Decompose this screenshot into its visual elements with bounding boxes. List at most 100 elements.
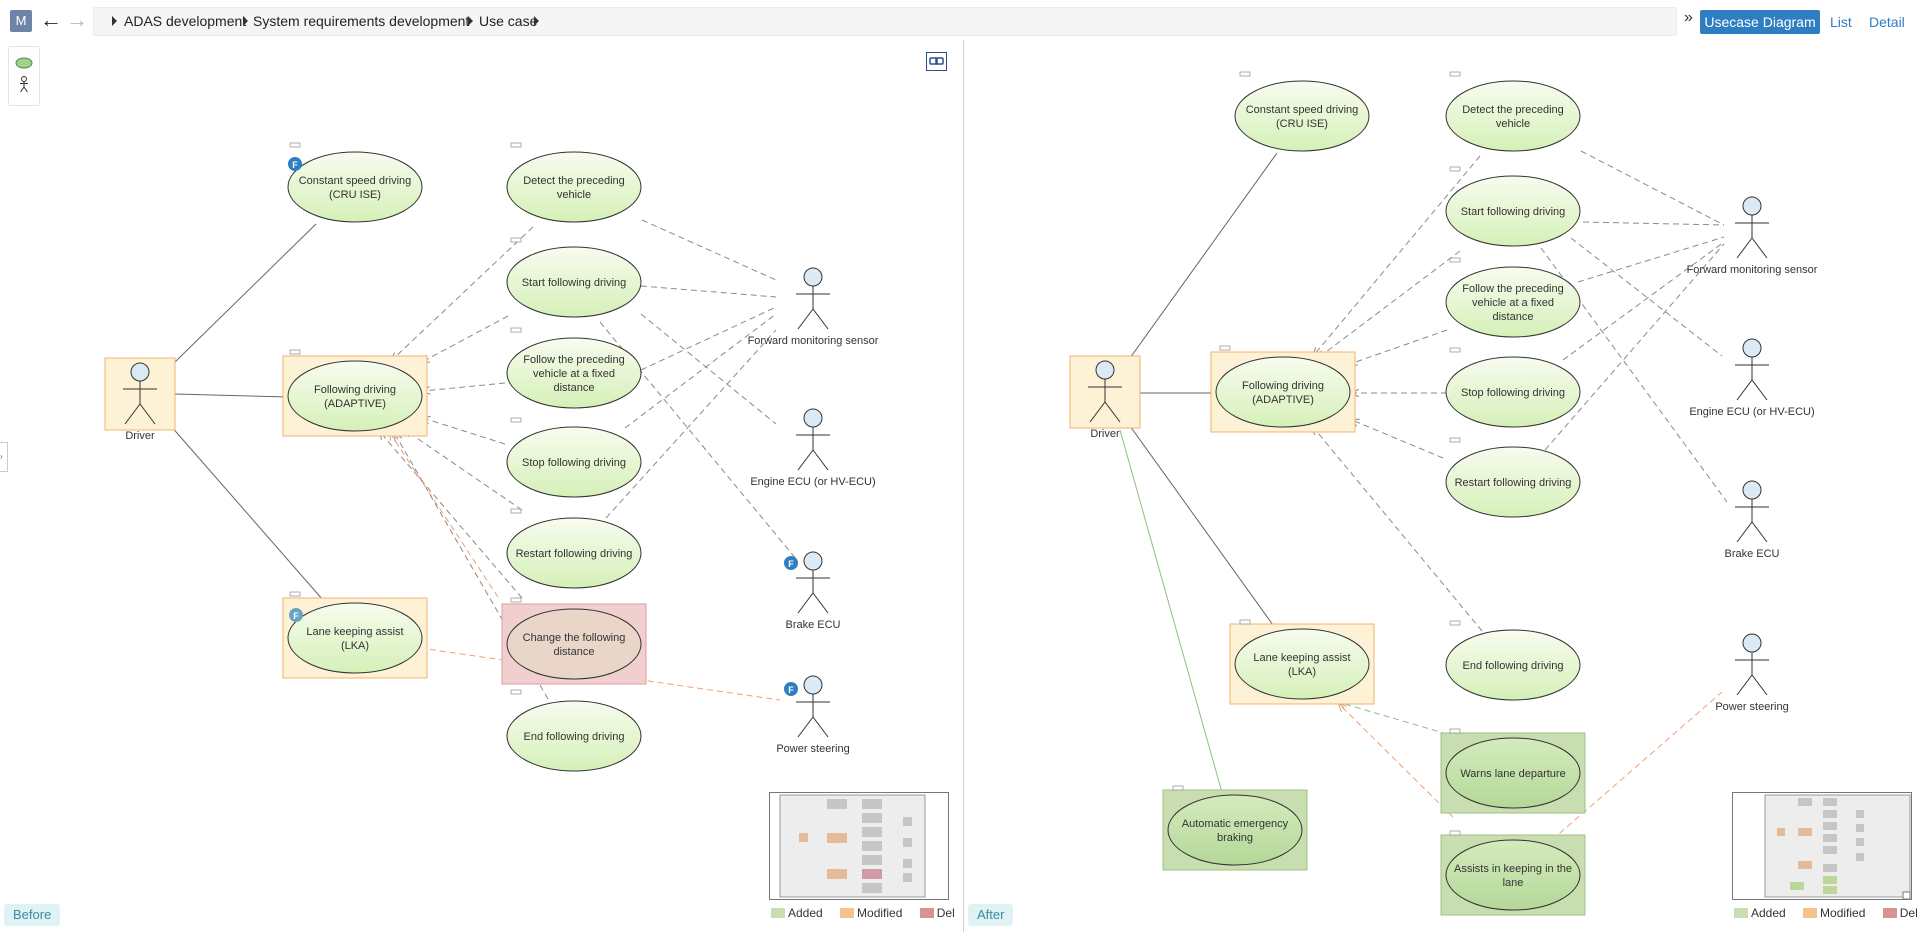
minimap-before[interactable]	[769, 792, 949, 900]
element-marker-icon	[1449, 437, 1461, 443]
usecase-icon[interactable]	[15, 57, 33, 69]
usecase-lane-keeping-assist-lka[interactable]: Lane keeping assist(LKA)	[1229, 619, 1375, 705]
association-line[interactable]	[1580, 150, 1725, 226]
association-line[interactable]	[1119, 429, 1224, 797]
legend-before: Added Modified Del	[771, 906, 969, 920]
forward-arrow-icon[interactable]: →	[66, 7, 88, 32]
actor-icon[interactable]	[20, 76, 28, 93]
association-line[interactable]	[1544, 243, 1725, 451]
actor-brake-ecu[interactable]: Brake ECU	[1724, 480, 1780, 560]
include-edge[interactable]	[1339, 704, 1454, 818]
usecase-label: Stop following driving	[1461, 387, 1565, 399]
association-line[interactable]	[640, 285, 777, 298]
breadcrumb-item-adas[interactable]: ADAS development	[124, 13, 247, 29]
association-line[interactable]	[640, 306, 777, 371]
pane-divider[interactable]	[963, 40, 964, 932]
tab-list[interactable]: List	[1830, 14, 1852, 30]
back-arrow-icon[interactable]: ←	[40, 7, 62, 32]
association-line[interactable]	[1582, 221, 1725, 226]
association-line[interactable]	[640, 313, 777, 425]
actor-forward-monitoring-sensor[interactable]: Forward monitoring sensor	[1687, 196, 1818, 276]
minimap-after[interactable]	[1732, 792, 1912, 900]
actor-brake-ecu[interactable]: Brake ECU	[785, 551, 841, 631]
usecase-start-following-driving[interactable]: Start following driving	[1445, 166, 1581, 247]
side-panel-toggle[interactable]: ›	[0, 442, 8, 472]
actor-engine-ecu-or-hv-ecu[interactable]: Engine ECU (or HV-ECU)	[750, 408, 876, 488]
association-line[interactable]	[641, 219, 777, 281]
sync-scroll-icon[interactable]	[926, 52, 947, 71]
include-edge[interactable]	[1338, 702, 1448, 735]
usecase-restart-following-driving[interactable]: Restart following driving	[506, 508, 642, 589]
legend-modified: Modified	[1820, 906, 1866, 920]
actor-engine-ecu-or-hv-ecu[interactable]: Engine ECU (or HV-ECU)	[1689, 338, 1815, 418]
usecase-warns-lane-departure[interactable]: Warns lane departure	[1440, 728, 1586, 814]
expand-button[interactable]: »	[1684, 9, 1693, 26]
include-edge[interactable]	[423, 382, 506, 391]
usecase-label: Detect the preceding	[1462, 104, 1564, 116]
element-marker-icon	[1449, 830, 1461, 836]
usecase-label: distance	[1493, 311, 1534, 323]
usecase-stop-following-driving[interactable]: Stop following driving	[506, 417, 642, 498]
tab-usecase-diagram[interactable]: Usecase Diagram	[1700, 10, 1820, 34]
actor-power-steering[interactable]: Power steering	[776, 675, 850, 755]
tab-detail[interactable]: Detail	[1869, 14, 1905, 30]
actor-forward-monitoring-sensor[interactable]: Forward monitoring sensor	[748, 267, 879, 347]
association-line[interactable]	[169, 424, 324, 601]
function-badge-icon: F	[784, 556, 798, 570]
association-line[interactable]	[1570, 237, 1723, 357]
usecase-restart-following-driving[interactable]: Restart following driving	[1445, 437, 1581, 518]
usecase-end-following-driving[interactable]: End following driving	[1445, 620, 1581, 701]
usecase-label: Change the following	[523, 632, 626, 644]
association-line[interactable]	[1129, 152, 1278, 359]
element-marker-icon	[510, 689, 522, 695]
breadcrumb: ADAS development System requirements dev…	[93, 7, 1677, 36]
usecase-end-following-driving[interactable]: End following driving	[506, 689, 642, 772]
usecase-constant-speed-driving-cru-ise[interactable]: Constant speed driving(CRU ISE)	[1234, 71, 1370, 152]
usecase-constant-speed-driving-cru-ise[interactable]: Constant speed driving(CRU ISE)	[287, 142, 423, 223]
actor-power-steering[interactable]: Power steering	[1715, 633, 1789, 713]
element-marker-icon	[1239, 71, 1251, 77]
association-line[interactable]	[1551, 691, 1723, 841]
association-line[interactable]	[174, 393, 290, 398]
element-marker-icon	[510, 142, 522, 148]
include-edge[interactable]	[1350, 329, 1448, 364]
include-edge[interactable]	[1352, 420, 1444, 459]
usecase-stop-following-driving[interactable]: Stop following driving	[1445, 347, 1581, 428]
association-line[interactable]	[624, 313, 777, 429]
association-line[interactable]	[605, 329, 777, 519]
actor-driver[interactable]: Driver	[1069, 355, 1141, 440]
include-edge[interactable]	[405, 430, 523, 511]
element-marker-icon	[289, 142, 301, 148]
include-edge[interactable]	[1314, 155, 1481, 355]
association-line[interactable]	[1577, 236, 1725, 283]
usecase-following-driving-adaptive[interactable]: Following driving(ADAPTIVE)	[282, 349, 428, 437]
association-line[interactable]	[1562, 241, 1725, 361]
actor-driver[interactable]: Driver	[104, 357, 176, 442]
usecase-label: Start following driving	[1461, 206, 1566, 218]
usecase-lane-keeping-assist-lka[interactable]: Lane keeping assist(LKA)	[282, 591, 428, 679]
include-edge[interactable]	[380, 432, 523, 599]
association-line[interactable]	[174, 223, 317, 363]
usecase-following-driving-adaptive[interactable]: Following driving(ADAPTIVE)	[1210, 345, 1356, 433]
include-edge[interactable]	[392, 226, 534, 360]
include-edge[interactable]	[422, 315, 509, 362]
association-line[interactable]	[1129, 425, 1279, 633]
include-edge[interactable]	[390, 433, 499, 598]
include-edge[interactable]	[1313, 427, 1483, 632]
avatar[interactable]: M	[10, 10, 32, 32]
usecase-start-following-driving[interactable]: Start following driving	[506, 237, 642, 318]
before-pane-label: Before	[4, 904, 61, 926]
breadcrumb-item-usecase[interactable]: Use case	[479, 13, 538, 29]
include-edge[interactable]	[423, 418, 506, 445]
breadcrumb-item-sysreq[interactable]: System requirements development	[253, 13, 470, 29]
include-edge[interactable]	[1318, 250, 1461, 358]
function-badge-icon: F	[288, 157, 302, 171]
